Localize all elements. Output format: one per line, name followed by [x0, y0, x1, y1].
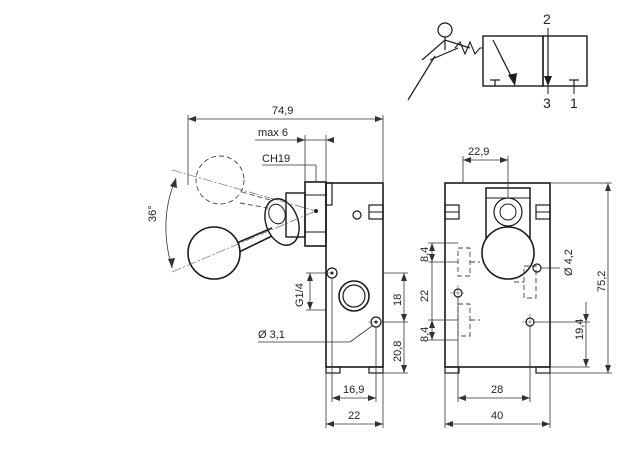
lever-ball-front	[481, 226, 535, 280]
port-label-2: 2	[543, 11, 551, 27]
dim-pitch-middle: 22	[419, 290, 431, 302]
side-body	[325, 182, 384, 368]
valve-symbol: 2 3 1	[407, 11, 588, 111]
dim-total-height: 75,2	[596, 271, 608, 292]
dim-height-20-8: 20,8	[392, 341, 404, 362]
dim-pitch-lower: 8,4	[419, 327, 431, 342]
dim-top-width: 22,9	[468, 146, 489, 158]
side-port	[338, 280, 370, 312]
dim-hole-spacing-front: 28	[491, 384, 503, 396]
lever-knob-symbol	[437, 22, 453, 38]
dim-pitch-upper: 8,4	[419, 247, 431, 262]
dim-side-hole: Ø 3,1	[258, 329, 285, 341]
dim-port-thread: G1/4	[294, 283, 306, 307]
dim-overall-width: 74,9	[272, 105, 293, 117]
dim-front-hole: Ø 4,2	[563, 249, 575, 276]
dim-hole-height: 19,4	[574, 319, 586, 340]
dim-body-width-front: 40	[491, 410, 503, 422]
dim-wrench: CH19	[262, 153, 290, 165]
dim-body-width-side: 22	[348, 410, 360, 422]
lever-boot	[264, 198, 300, 246]
dim-height-18: 18	[392, 294, 404, 306]
port-label-3: 3	[543, 95, 551, 111]
dim-max-offset: max 6	[258, 127, 288, 139]
dim-hole-spacing-side: 16,9	[343, 384, 364, 396]
dim-angle: 36°	[147, 205, 159, 222]
lever-ball-ghost	[195, 155, 245, 205]
port-label-1: 1	[570, 95, 578, 111]
spring-symbol	[454, 40, 483, 56]
front-body	[444, 182, 551, 368]
front-view: 22,9 8,4 22 8,4 Ø 4,2 19,4 75,2	[419, 146, 612, 428]
lever-ball-active	[187, 226, 241, 280]
side-view: 36° 74,9 max 6 CH19	[147, 105, 408, 428]
